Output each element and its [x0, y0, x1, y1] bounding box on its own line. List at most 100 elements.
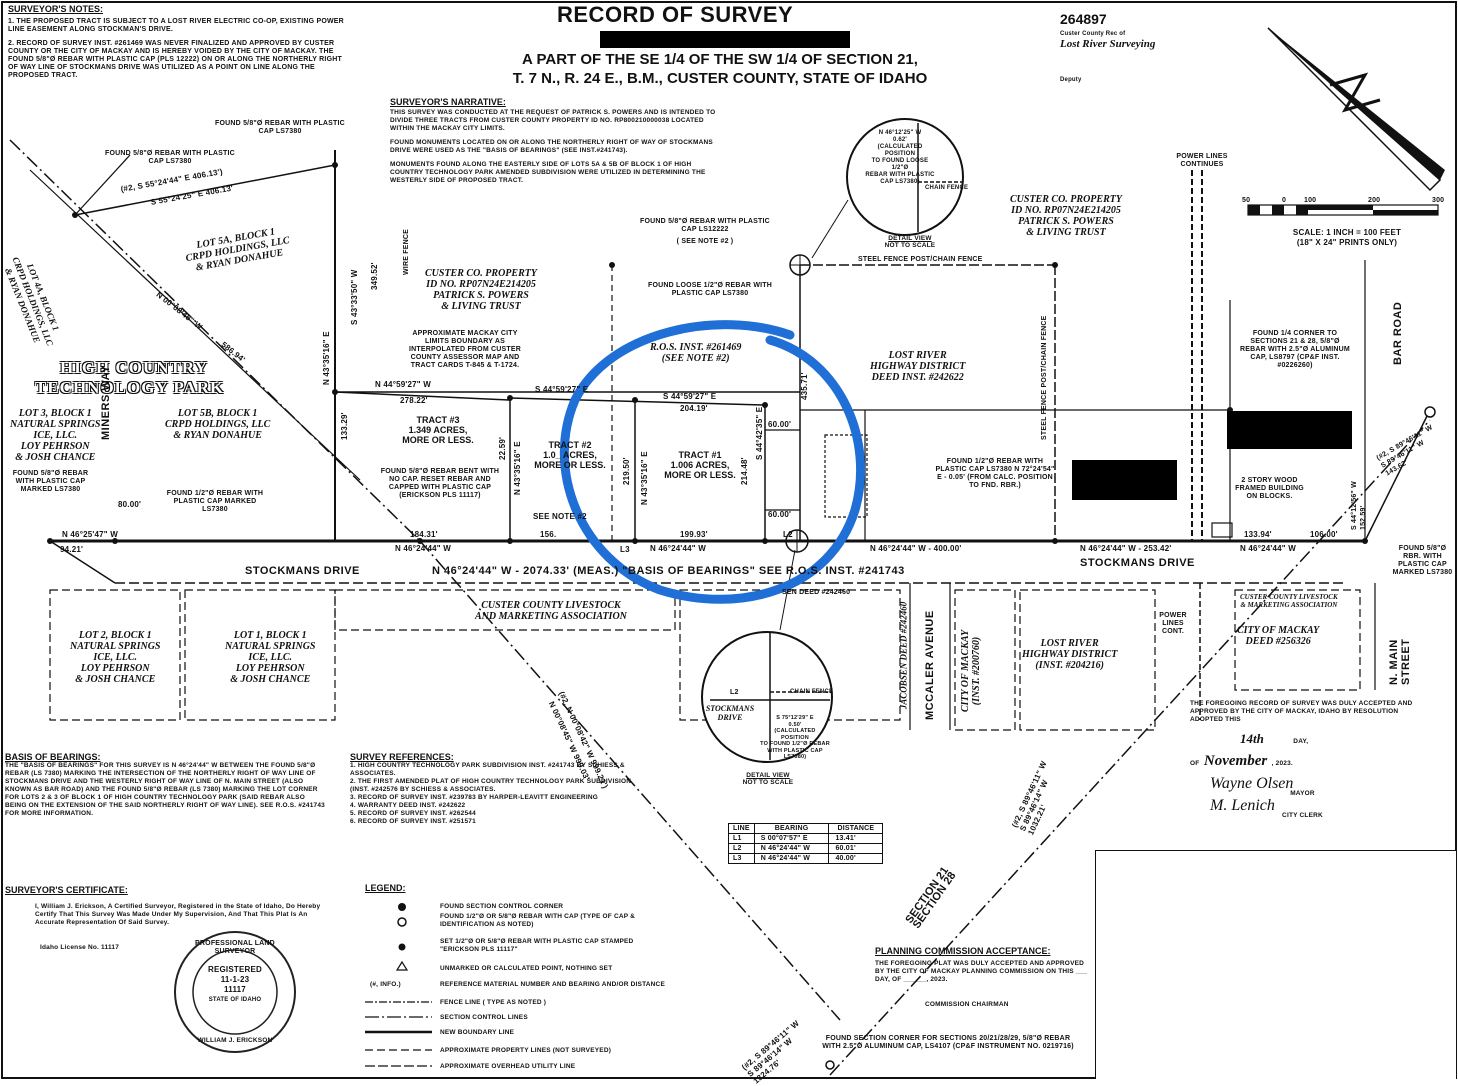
bearing-n43b: N 43°35'16" E: [513, 441, 522, 495]
reference-item: 4. WARRANTY DEED INST. #242622: [350, 802, 466, 809]
owner-line: ID NO. RP07N24E214205: [426, 279, 536, 290]
deputy-label: Deputy: [1060, 77, 1082, 83]
legend-item: FENCE LINE ( TYPE AS NOTED ): [440, 999, 547, 1006]
owner-line: LOY PEHRSON: [80, 663, 150, 674]
callout-section-corner: FOUND SECTION CORNER FOR SECTIONS 20/21/…: [822, 1035, 1074, 1050]
distance-219: 219.50': [622, 457, 631, 485]
note-1: 1. THE PROPOSED TRACT IS SUBJECT TO A LO…: [8, 18, 344, 33]
callout-building: 2 STORY WOOD FRAMED BUILDING ON BLOCKS.: [1235, 477, 1304, 500]
owner-line: CUSTER CO. PROPERTY: [425, 268, 537, 279]
page-title: RECORD OF SURVEY: [557, 2, 794, 27]
detail-line: TO FOUND LOOSE 1/2"Ø: [871, 158, 929, 171]
seal-name: WILLIAM J. ERICKSON: [197, 1037, 273, 1044]
mayor-label: MAYOR: [1290, 790, 1315, 797]
callout-city-limits: APPROXIMATE MACKAY CITY LIMITS BOUNDARY …: [408, 330, 521, 369]
bearing-text: S 44°12'56" W: [1351, 481, 1358, 530]
tract-name: TRACT #3: [416, 415, 460, 425]
narrative-heading: SURVEYOR'S NARRATIVE:: [390, 97, 506, 107]
owner-line: CUSTER COUNTY LIVESTOCK: [1240, 593, 1338, 601]
approval-year: , 2023.: [1271, 760, 1293, 767]
reference-item: 5. RECORD OF SURVEY INST. #262544: [350, 810, 476, 817]
owner-line: CITY OF MACKAY: [1237, 625, 1320, 636]
bearing-n44: N 44°59'27" W: [375, 380, 431, 389]
table-cell: L2: [728, 843, 755, 854]
owner-line: (INST. #200760): [971, 636, 983, 706]
narrative-p1: THIS SURVEY WAS CONDUCTED AT THE REQUEST…: [390, 109, 716, 132]
subtitle-line-1: A PART OF THE SE 1/4 OF THE SW 1/4 OF SE…: [522, 51, 918, 68]
column-header: LINE: [728, 823, 755, 834]
owner-line: DEED #256326: [1245, 636, 1311, 647]
planning-heading: PLANNING COMMISSION ACCEPTANCE:: [875, 946, 1051, 956]
callout-text: FOUND 5/8"Ø REBAR WITH PLASTIC CAP LS122…: [640, 218, 770, 233]
callout-rebar-bent: FOUND 5/8"Ø REBAR BENT WITH NO CAP. RESE…: [380, 468, 500, 499]
detail-line: 0.50': [788, 721, 802, 728]
distance-199: 199.93': [680, 530, 708, 539]
approval-day-label: DAY,: [1293, 738, 1309, 745]
legend-item: UNMARKED OR CALCULATED POINT, NOTHING SE…: [440, 965, 613, 972]
reference-item: 1. HIGH COUNTRY TECHNOLOGY PARK SUBDIVIS…: [350, 762, 625, 777]
subtitle-line-2: T. 7 N., R. 24 E., B.M., CUSTER COUNTY, …: [512, 70, 928, 87]
approval-text: THE FOREGOING RECORD OF SURVEY WAS DULY …: [1190, 700, 1413, 723]
detail-line: S 75°12'29" E: [776, 715, 814, 721]
callout-rebar-7: FOUND 5/8"Ø REBAR WITH PLASTIC CAP MARKE…: [12, 470, 89, 493]
city-approval: THE FOREGOING RECORD OF SURVEY WAS DULY …: [1190, 700, 1415, 820]
legend: LEGEND:: [365, 883, 725, 893]
owner-line: HIGHWAY DISTRICT: [1022, 649, 1118, 660]
detail-line: WITH PLASTIC CAP: [767, 747, 823, 754]
license-number: Idaho License No. 11117: [40, 944, 120, 951]
detail-line: N 46°12'25" W: [878, 130, 922, 136]
legend-item: NEW BOUNDARY LINE: [440, 1029, 515, 1036]
owner-line: ICE, LLC.: [33, 430, 78, 441]
bearing-s44: S 44°59'27" E: [663, 392, 717, 401]
bearing-n43c: S 43°33'50" W: [350, 269, 359, 325]
road-mccaler: MCCALER AVENUE: [924, 610, 936, 720]
legend-symbol-info: (#, INFO.): [370, 981, 401, 988]
callout-rebar-4: FOUND LOOSE 1/2"Ø REBAR WITH PLASTIC CAP…: [647, 282, 773, 297]
table-cell: 40.00': [828, 853, 884, 864]
distance-80: 80.00': [118, 500, 142, 509]
mayor-signature: Wayne Olsen: [1210, 775, 1294, 792]
detail-scale-label: NOT TO SCALE: [742, 779, 794, 786]
park-name: HIGH COUNTRY TECHNOLOGY PARK: [35, 358, 224, 398]
detail-bot-road: STOCKMANS DRIVE: [705, 704, 755, 722]
detail-bot-l2: L2: [730, 689, 739, 696]
planning-role: COMMISSION CHAIRMAN: [925, 1001, 1009, 1008]
recording-line: Custer County Rec of: [1060, 31, 1126, 37]
label-steel-fence: STEEL FENCE POST/CHAIN FENCE: [858, 256, 983, 263]
owner-line: NATURAL SPRINGS: [70, 641, 161, 652]
callout-rebar-1: FOUND 5/8"Ø REBAR WITH PLASTIC CAP LS738…: [215, 120, 345, 135]
owner-line: LOST RIVER: [888, 350, 947, 361]
surveyors-narrative: SURVEYOR'S NARRATIVE: THIS SURVEY WAS CO…: [390, 97, 725, 185]
legend-item: FOUND 1/2"Ø OR 5/8"Ø REBAR WITH CAP (TYP…: [440, 913, 636, 928]
seal-line: 11117: [224, 985, 246, 994]
narrative-p2: FOUND MONUMENTS LOCATED ON OR ALONG THE …: [390, 139, 713, 154]
owner-line: PATRICK S. POWERS: [433, 290, 529, 301]
redaction-bar: [1227, 411, 1352, 449]
survey-description: A PART OF THE SE 1/4 OF THE SW 1/4 OF SE…: [490, 50, 950, 88]
bearing-n43: N 43°35'16" E: [640, 451, 649, 505]
distance-278: 278.22': [400, 396, 428, 405]
label-wire-fence: WIRE FENCE: [403, 229, 410, 275]
recorder-signature: Lost River Surveying: [1060, 38, 1156, 50]
basis-of-bearing-line: N 46°24'44" W - 2074.33' (MEAS.) "BASIS …: [432, 565, 905, 577]
recording-stamp: 264897 Custer County Rec of Lost River S…: [1060, 12, 1240, 85]
detail-view-label: DETAIL VIEW: [888, 235, 932, 242]
detail-bot-chain: CHAIN FENCE: [790, 689, 834, 695]
callout-rebar-3: FOUND 5/8"Ø REBAR WITH PLASTIC CAP LS122…: [640, 218, 770, 246]
callout-rebar-8: FOUND 1/2"Ø REBAR WITH PLASTIC CAP MARKE…: [166, 490, 264, 513]
distance-204: 204.19': [680, 404, 708, 413]
detail-line: TO FOUND 1/2"Ø REBAR: [760, 741, 830, 747]
blank-corner-panel: [1095, 850, 1456, 1079]
owner-line: & LIVING TRUST: [441, 301, 521, 312]
owner-line: LOT 3, BLOCK 1: [18, 408, 92, 419]
ros-label: R.O.S. INST. #261469(SEE NOTE #2): [650, 342, 741, 364]
detail-line: (CALCULATED POSITION: [877, 144, 923, 157]
